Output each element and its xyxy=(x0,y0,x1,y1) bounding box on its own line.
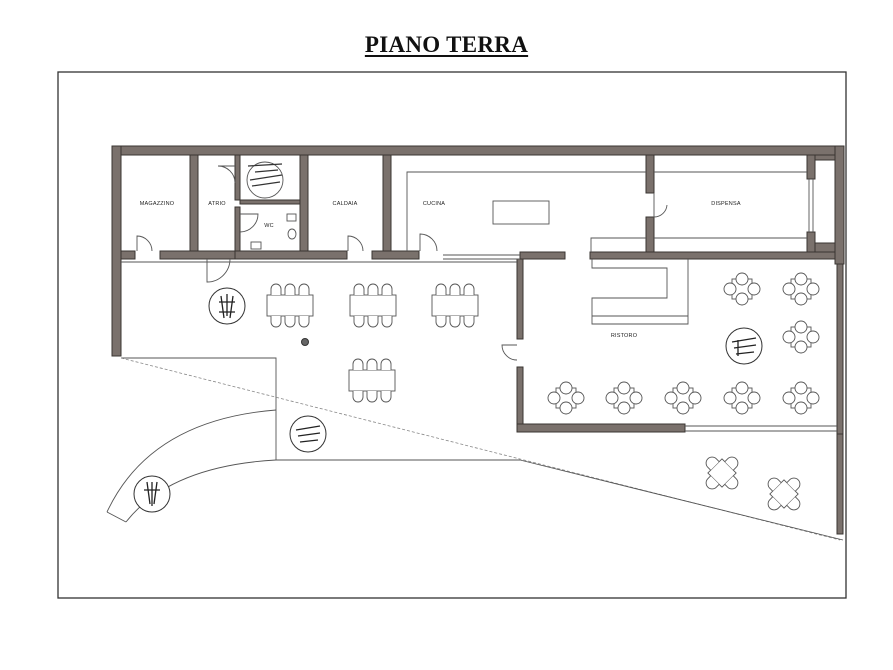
wc-fixtures xyxy=(250,213,297,250)
windows xyxy=(121,179,837,432)
plant-icons xyxy=(133,287,763,513)
label-caldaia: CALDAIA xyxy=(333,201,358,207)
stair xyxy=(246,161,284,199)
kitchen-fixtures xyxy=(406,171,807,252)
terrace xyxy=(106,357,844,541)
label-cucina: CUCINA xyxy=(423,201,445,207)
floor-title: PIANO TERRA xyxy=(0,32,893,58)
sheet-border xyxy=(57,71,847,599)
outdoor-tables xyxy=(705,456,801,511)
round-tables xyxy=(547,272,820,415)
label-ristoro: RISTORO xyxy=(611,333,638,339)
bar-counter xyxy=(591,259,689,325)
interior-walls xyxy=(120,154,836,433)
column xyxy=(301,338,309,346)
exterior-walls xyxy=(111,145,845,535)
long-tables xyxy=(266,283,479,403)
label-magazzino: MAGAZZINO xyxy=(140,201,175,207)
room-labels: MAGAZZINO ATRIO WC CALDAIA CUCINA DISPEN… xyxy=(140,201,741,339)
label-dispensa: DISPENSA xyxy=(711,201,741,207)
label-wc: WC xyxy=(264,223,274,229)
floor-title-text: PIANO TERRA xyxy=(364,32,529,57)
doors xyxy=(136,165,668,361)
label-atrio: ATRIO xyxy=(208,201,226,207)
